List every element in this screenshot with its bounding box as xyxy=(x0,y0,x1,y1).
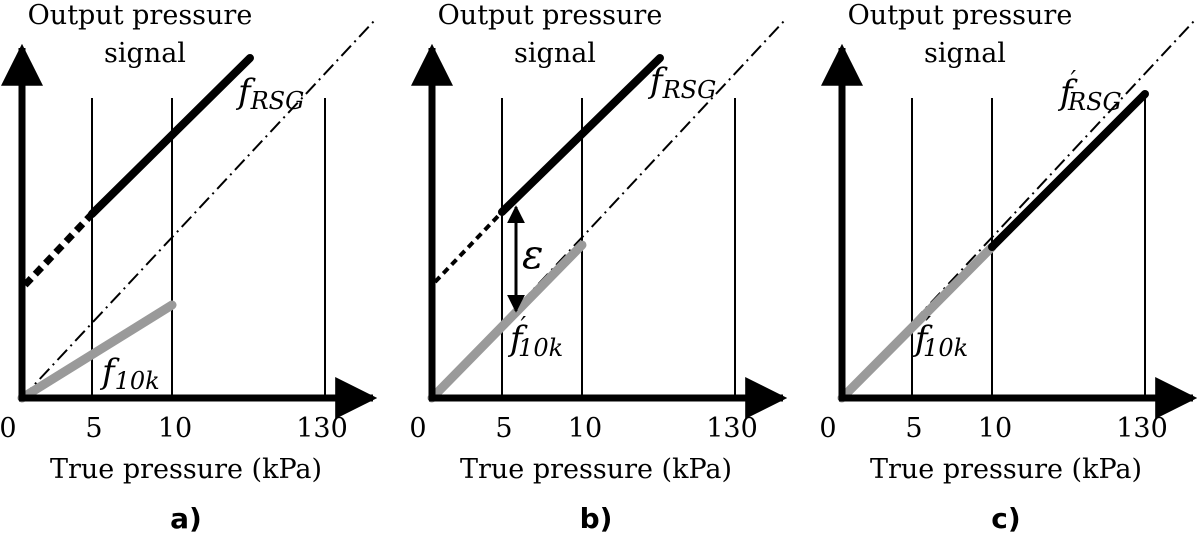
panel-a-y-title-line1: Output pressure xyxy=(28,0,253,31)
panel-a-x-title: True pressure (kPa) xyxy=(50,454,322,485)
panel-c-rsg-prime: ′ xyxy=(1071,66,1077,94)
panel-b-x-title: True pressure (kPa) xyxy=(460,454,732,485)
panel-b-tick-130: 130 xyxy=(706,413,758,444)
panel-c-y-title-line1: Output pressure xyxy=(848,0,1073,31)
panel-c-rsg-label: f′RSG xyxy=(1057,66,1122,116)
panel-c-x-title: True pressure (kPa) xyxy=(870,454,1142,485)
panel-c-rsg-line xyxy=(988,90,1149,251)
panel-c-tick-10: 10 xyxy=(978,413,1012,444)
panel-c-f10k-label: f′10k xyxy=(912,312,968,362)
panel-b-tick-10: 10 xyxy=(568,413,602,444)
panel-a-origin-label: 0 xyxy=(0,413,17,444)
panel-a-f10k-line xyxy=(17,300,177,403)
panel-c-tick-5: 5 xyxy=(905,413,922,444)
panel-a-label: a) xyxy=(170,502,202,535)
panel-b-f10k-label: f′10k xyxy=(507,312,563,362)
panel-c-origin-label: 0 xyxy=(819,413,836,444)
panel-b-y-title-line2: signal xyxy=(514,38,596,69)
panel-b-epsilon-label: ε xyxy=(522,232,543,278)
panel-b-f10k-line xyxy=(427,240,587,403)
panel-a-tick-10: 10 xyxy=(158,413,192,444)
panel-a-f10k-label: f10k xyxy=(99,352,160,395)
panel-b-label: b) xyxy=(580,502,613,535)
panel-c-tick-130: 130 xyxy=(1116,413,1168,444)
panel-a-identity-line xyxy=(21,19,376,399)
panel-c-label: c) xyxy=(991,502,1020,535)
panel-c-f10k-line xyxy=(837,242,997,403)
panel-a-rsg-dotted-segment xyxy=(22,211,95,288)
panel-b: Output pressure signal ε fRSG f′10k 0 5 … xyxy=(409,0,788,535)
panel-a-rsg-line xyxy=(88,54,254,218)
panel-c-y-title-line2: signal xyxy=(924,38,1006,69)
panel-c-f10k-prime: ′ xyxy=(926,312,932,340)
panel-b-rsg-line xyxy=(498,54,664,216)
panel-b-y-title-line1: Output pressure xyxy=(438,0,663,31)
panel-a-rsg-label: fRSG xyxy=(235,72,304,115)
panel-b-rsg-label: fRSG xyxy=(647,61,716,104)
panel-b-tick-5: 5 xyxy=(495,413,512,444)
panel-c: Output pressure signal f′RSG f′10k 0 5 1… xyxy=(819,0,1198,535)
panel-a-tick-130: 130 xyxy=(296,413,348,444)
panel-a-tick-5: 5 xyxy=(85,413,102,444)
panel-a: Output pressure signal fRSG f10k 0 5 10 … xyxy=(0,0,378,535)
panel-b-origin-label: 0 xyxy=(409,413,426,444)
panel-b-rsg-dotted-segment xyxy=(433,210,504,284)
panel-a-y-title-line2: signal xyxy=(104,38,186,69)
panel-b-f10k-prime: ′ xyxy=(521,312,527,340)
